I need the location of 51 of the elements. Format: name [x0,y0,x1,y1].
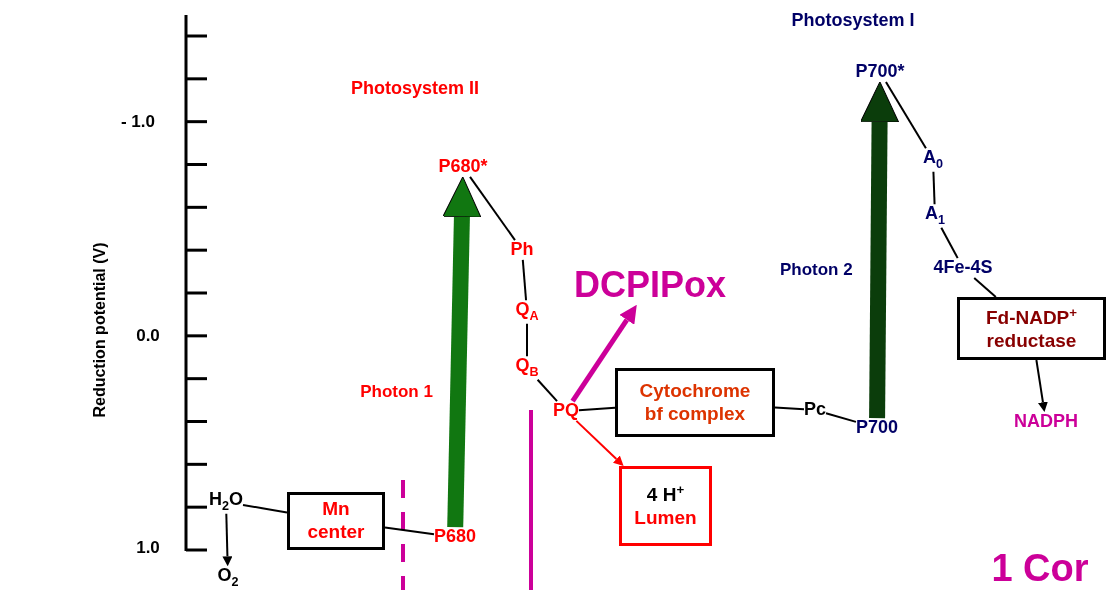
arrow [1035,359,1048,413]
connector-line [536,378,558,403]
connector-line [825,412,857,423]
carrier-label: P680 [434,527,476,547]
connector-line [973,276,997,298]
connector-line [940,226,959,260]
complex-box [619,466,712,546]
connector-line [242,503,288,514]
connector-line [578,406,616,412]
box-label: Lumen [634,507,697,530]
carrier-label: H$_{2}$O [209,490,243,514]
heading-label: 1.0 [136,538,160,558]
connector-line [521,258,528,302]
carrier-label: P700* [855,62,905,82]
carrier-label: Pc [804,400,826,420]
connector-line [469,175,516,242]
carrier-label: A$_{0}$ [923,148,943,172]
arrow [222,512,233,567]
carrier-label: NADPH [1014,412,1078,432]
heading-label: Photosystem I [791,9,915,31]
heading-label: 0.0 [136,326,160,346]
heading-label: Photosystem II [351,77,479,99]
connector-line [884,80,927,150]
complex-box [957,297,1106,360]
connector-line [526,322,528,358]
carrier-label: A$_{1}$ [925,204,945,228]
carrier-label: P680* [438,157,488,177]
arrow [570,304,637,403]
connector-line [932,170,936,206]
heading-label: - 1.0 [121,112,155,132]
carrier-label: 4Fe-4S [933,258,993,278]
carrier-label: Ph [510,240,534,260]
carrier-label: Q$_{A}$ [515,300,539,324]
connector-line [384,526,435,536]
box-label: Mn center [306,498,366,544]
arrow [860,81,900,419]
carrier-label: P700 [856,418,898,438]
carrier-label: O$_{2}$ [217,566,239,590]
arrow [442,176,482,528]
box-label: Fd-NADP$^{+}$ reductase [984,304,1079,353]
box-label: 4 H$^{+}$ [646,482,685,508]
heading-label: 1 Cor [991,546,1089,590]
complex-box [287,492,385,550]
carrier-label: PQ [553,401,579,421]
complex-box [615,368,775,437]
axis-title: Reduction potential (V) [91,242,109,418]
connector-line [774,406,805,411]
carrier-label: Q$_{B}$ [515,356,539,380]
carrier-label: DCPIPox [574,265,726,305]
box-label: Cytochrome bf complex [638,379,752,426]
arrow [575,419,624,466]
